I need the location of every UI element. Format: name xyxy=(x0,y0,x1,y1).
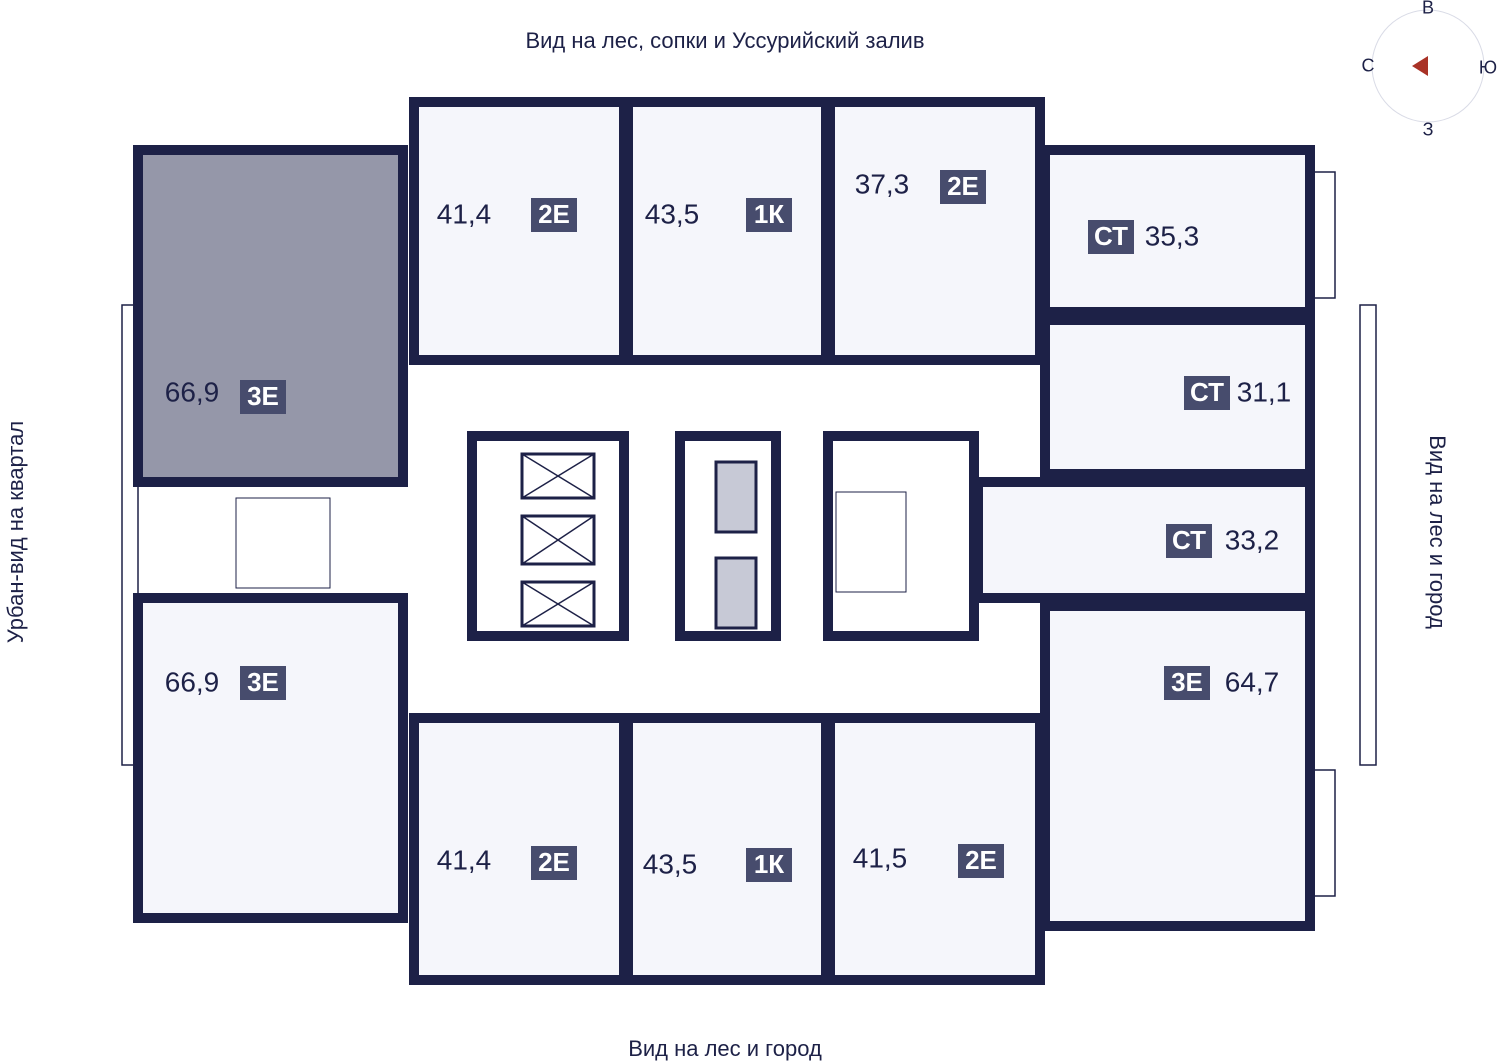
apartment-a8[interactable]: 64,7 3Е xyxy=(1040,601,1315,931)
apartment-type-badge xyxy=(1088,220,1134,254)
apartment-outline xyxy=(973,477,1315,603)
compass-south-label: З xyxy=(1422,119,1434,140)
apartment-a9[interactable]: 66,9 3Е xyxy=(133,593,408,923)
corridor xyxy=(410,380,1050,690)
apartment-type-label: СТ xyxy=(1190,377,1224,407)
apartment-outline xyxy=(825,713,1045,985)
apartment-a11[interactable]: 43,5 1К xyxy=(623,713,831,985)
apartment-type-badge xyxy=(531,198,577,232)
apartment-type-label: 2Е xyxy=(965,845,997,875)
apartment-outline xyxy=(133,593,408,923)
view-label-top: Вид на лес, сопки и Уссурийский залив xyxy=(525,28,925,53)
apartment-outline xyxy=(409,97,629,365)
apartment-type-badge xyxy=(240,380,286,414)
apartment-type-badge xyxy=(1164,666,1210,700)
apartment-type-label: 3Е xyxy=(247,381,279,411)
apartment-outline xyxy=(623,97,831,365)
apartment-type-label: 3Е xyxy=(247,667,279,697)
apartment-type-badge xyxy=(940,170,986,204)
apartment-outline xyxy=(1040,315,1315,479)
apartment-outline xyxy=(1040,145,1315,317)
elevator-2-icon xyxy=(520,514,596,566)
apartment-area-label: 43,5 xyxy=(643,848,698,879)
apartment-a10[interactable]: 41,4 2Е xyxy=(409,713,629,985)
apartment-type-label: 2Е xyxy=(538,847,570,877)
apartment-type-label: 3Е xyxy=(1171,667,1203,697)
view-label-bottom: Вид на лес и город xyxy=(628,1036,822,1061)
apartment-area-label: 37,3 xyxy=(855,168,910,199)
apartment-area-label: 41,4 xyxy=(437,198,492,229)
apartment-outline xyxy=(133,145,408,487)
apartment-type-label: 1К xyxy=(754,849,784,879)
apartment-area-label: 43,5 xyxy=(645,198,700,229)
apartment-outline xyxy=(825,97,1045,365)
compass-north-label: В xyxy=(1421,0,1435,18)
shaft-2-icon xyxy=(714,556,758,630)
apartment-type-label: СТ xyxy=(1094,221,1128,251)
apartment-type-badge xyxy=(240,666,286,700)
compass: В З С Ю xyxy=(1360,0,1500,140)
apartment-type-label: 2Е xyxy=(947,171,979,201)
apartment-type-badge xyxy=(531,846,577,880)
apartment-type-label: 1К xyxy=(754,199,784,229)
apartment-outline xyxy=(1040,601,1315,931)
apartment-area-label: 31,1 xyxy=(1237,376,1292,407)
apartment-area-label: 64,7 xyxy=(1225,666,1280,697)
apartment-type-badge xyxy=(1166,524,1212,558)
building-core xyxy=(235,431,979,641)
compass-east-label: Ю xyxy=(1478,57,1498,78)
stairs-left-icon xyxy=(235,497,331,589)
apartment-type-label: 2Е xyxy=(538,199,570,229)
apartment-a3[interactable]: 43,5 1К xyxy=(623,97,831,365)
apartment-outline xyxy=(409,713,629,985)
apartment-area-label: 66,9 xyxy=(165,376,220,407)
apartment-type-label: СТ xyxy=(1172,525,1206,555)
apartment-a6[interactable]: 31,1 СТ xyxy=(1040,315,1315,479)
apartment-a5[interactable]: 35,3 СТ xyxy=(1040,145,1315,317)
apartment-type-badge xyxy=(746,848,792,882)
apartment-area-label: 33,2 xyxy=(1225,524,1280,555)
apartment-type-badge xyxy=(746,198,792,232)
compass-arrow-icon xyxy=(1412,56,1428,76)
apartment-a4[interactable]: 37,3 2Е xyxy=(825,97,1045,365)
apartment-type-badge xyxy=(958,844,1004,878)
compass-west-label: С xyxy=(1361,55,1375,76)
elevator-3-icon xyxy=(520,580,596,628)
apartment-area-label: 66,9 xyxy=(165,666,220,697)
elevator-1-icon xyxy=(520,452,596,500)
apartment-a2[interactable]: 41,4 2Е xyxy=(409,97,629,365)
apartment-area-label: 41,4 xyxy=(437,844,492,875)
apartment-area-label: 41,5 xyxy=(853,842,908,873)
compass-ring-icon xyxy=(1371,9,1485,123)
apartment-a12[interactable]: 41,5 2Е xyxy=(825,713,1045,985)
apartment-type-badge xyxy=(1184,376,1230,410)
shaft-1-icon xyxy=(714,460,758,534)
apartment-a7[interactable]: 33,2 СТ xyxy=(973,477,1315,603)
apartment-a1[interactable]: 66,9 3Е xyxy=(133,145,408,487)
apartment-area-label: 35,3 xyxy=(1145,220,1200,251)
stairs-right-icon xyxy=(835,491,907,593)
